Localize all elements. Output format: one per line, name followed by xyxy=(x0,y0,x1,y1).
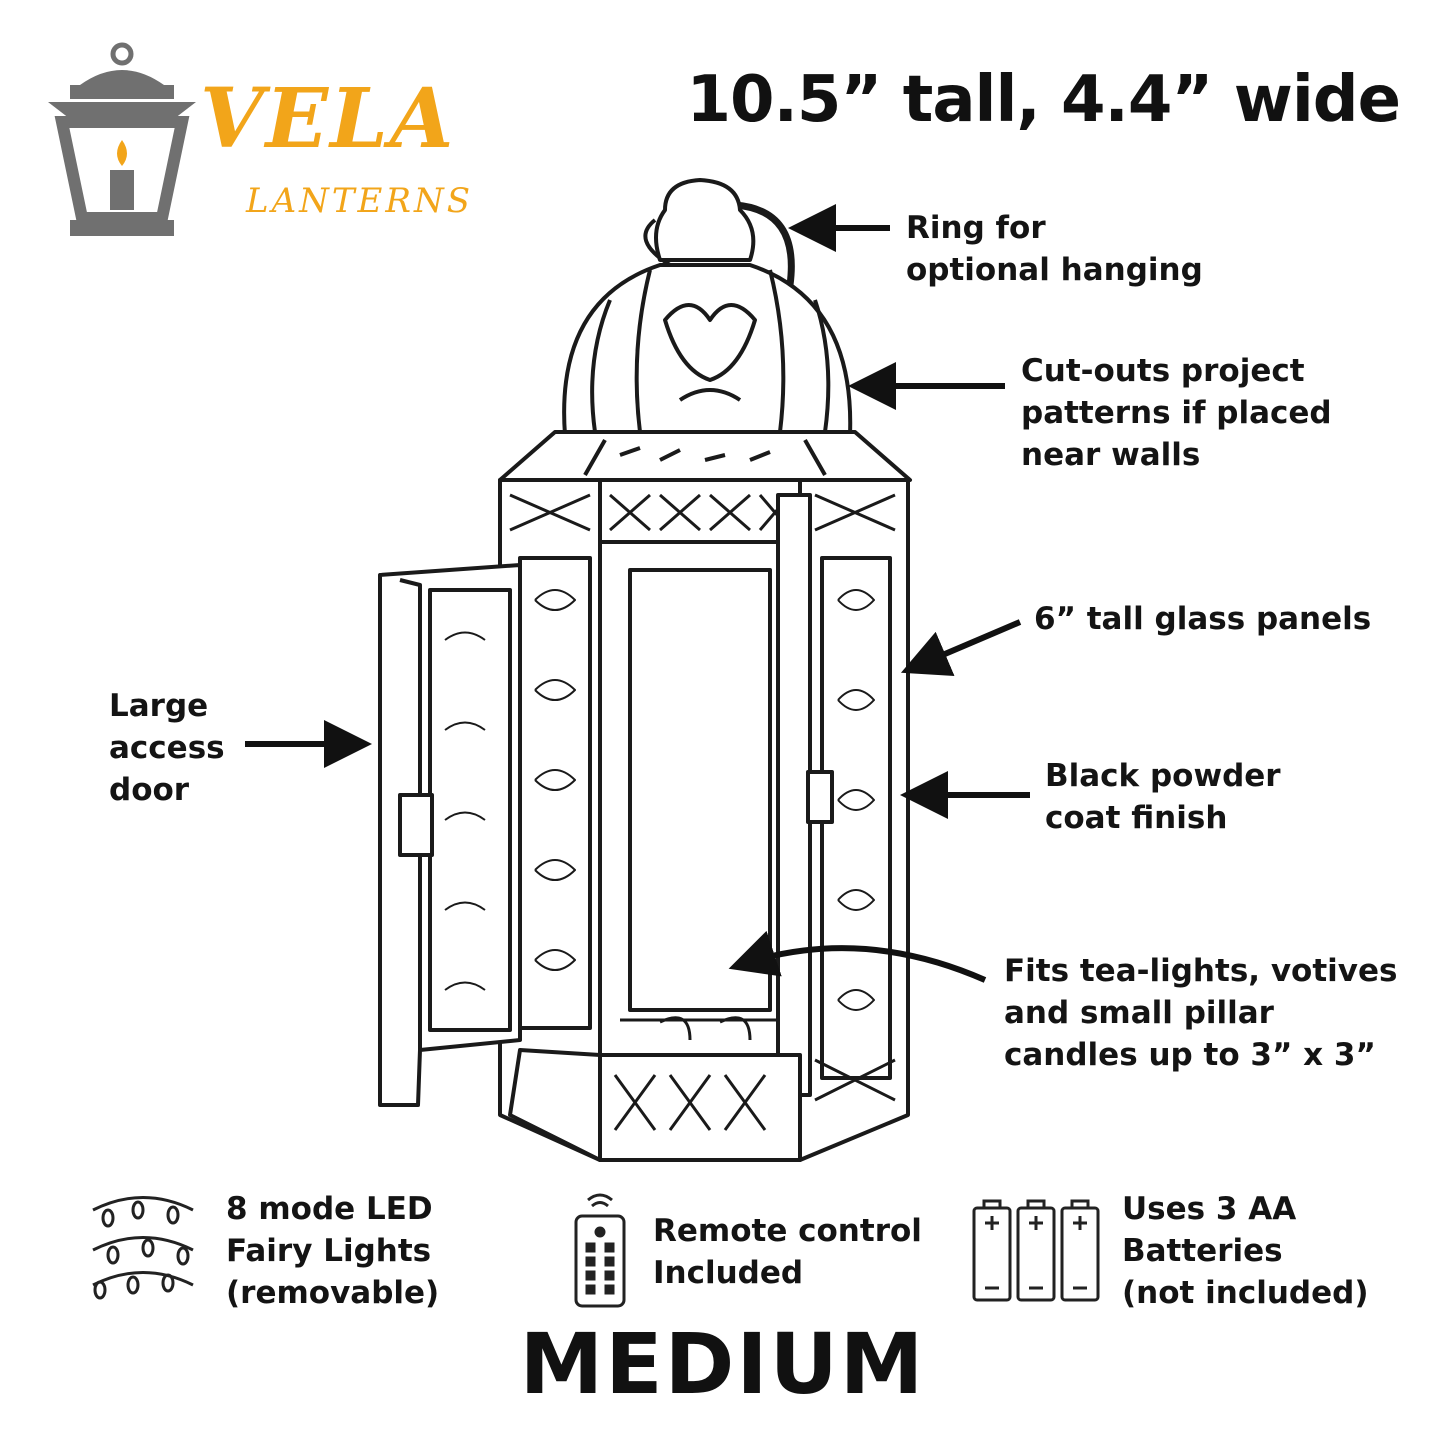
feature-line: (not included) xyxy=(1122,1275,1369,1311)
feature-fairy-lights: 8 mode LED Fairy Lights (removable) xyxy=(226,1188,439,1314)
dimensions-headline: 10.5” tall, 4.4” wide xyxy=(686,63,1402,137)
size-label: MEDIUM xyxy=(519,1315,926,1413)
remote-control-icon xyxy=(574,1193,626,1308)
feature-line: Remote control xyxy=(653,1213,922,1249)
glass-arrow xyxy=(900,619,1022,676)
callout-ring-line: optional hanging xyxy=(906,252,1203,288)
lantern-illustration xyxy=(378,178,912,1162)
callout-ring-line: Ring for xyxy=(906,210,1046,246)
callout-door-line: Large xyxy=(109,688,209,724)
feature-line: (removable) xyxy=(226,1275,440,1311)
feature-remote: Remote control Included xyxy=(653,1210,922,1294)
callout-fits-line: and small pillar xyxy=(1004,995,1274,1031)
feature-line: Batteries xyxy=(1122,1233,1283,1269)
feature-line: Included xyxy=(653,1255,804,1291)
brand-name: VELA xyxy=(200,71,456,167)
feature-line: 8 mode LED xyxy=(226,1191,433,1227)
callout-fits: Fits tea-lights, votives and small pilla… xyxy=(1004,950,1397,1076)
callout-cutouts-line: Cut-outs project xyxy=(1021,353,1305,389)
brand-logo xyxy=(40,40,510,250)
callout-fits-line: candles up to 3” x 3” xyxy=(1004,1037,1376,1073)
batteries-icon xyxy=(972,1199,1100,1302)
callout-door-line: access xyxy=(109,730,225,766)
callout-cutouts-line: patterns if placed xyxy=(1021,395,1332,431)
callout-ring: Ring for optional hanging xyxy=(906,207,1203,291)
callout-cutouts-line: near walls xyxy=(1021,437,1201,473)
feature-batteries: Uses 3 AA Batteries (not included) xyxy=(1122,1188,1369,1314)
callout-door-line: door xyxy=(109,772,190,808)
fits-arrow xyxy=(728,930,987,983)
callout-cutouts: Cut-outs project patterns if placed near… xyxy=(1021,350,1332,476)
brand-subtitle: LANTERNS xyxy=(246,181,474,221)
callout-finish: Black powder coat finish xyxy=(1045,755,1281,839)
feature-line: Fairy Lights xyxy=(226,1233,432,1269)
callout-fits-line: Fits tea-lights, votives xyxy=(1004,953,1398,989)
callout-finish-line: Black powder xyxy=(1045,758,1281,794)
callout-glass-line: 6” tall glass panels xyxy=(1034,601,1372,637)
callout-finish-line: coat finish xyxy=(1045,800,1228,836)
feature-line: Uses 3 AA xyxy=(1122,1191,1297,1227)
fairy-lights-icon xyxy=(92,1196,194,1300)
callout-glass: 6” tall glass panels xyxy=(1034,598,1371,640)
lantern-logo-icon xyxy=(48,42,196,236)
callout-door: Large access door xyxy=(109,685,225,811)
